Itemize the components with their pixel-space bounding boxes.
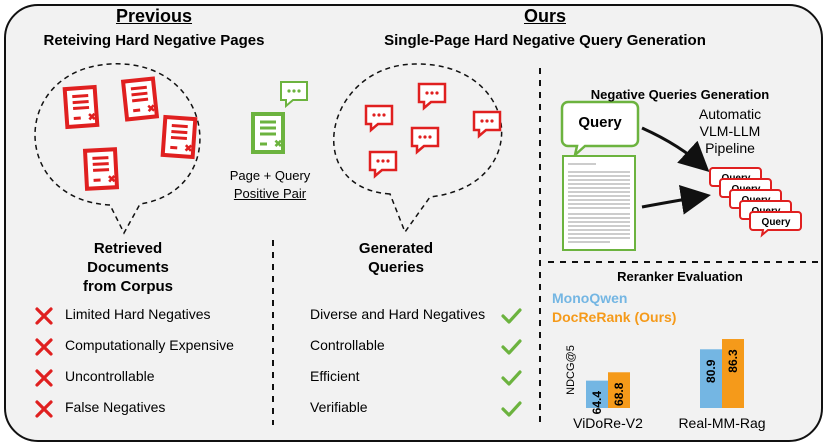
benefit-label: Efficient bbox=[310, 368, 360, 384]
negative-document-icon: ✖ bbox=[121, 76, 159, 122]
ours-heading: Ours bbox=[523, 6, 567, 26]
check-icon bbox=[501, 401, 522, 417]
legend-docrerank: DocReRank (Ours) bbox=[552, 309, 677, 325]
svg-text:✖: ✖ bbox=[274, 139, 282, 150]
benefit-label: Controllable bbox=[310, 337, 385, 353]
ours-subheading: Single-Page Hard Negative Query Generati… bbox=[384, 32, 706, 49]
bar-value-label: 86.3 bbox=[726, 349, 740, 373]
category-label: ViDoRe-V2 bbox=[573, 415, 643, 431]
pipeline-line3: Pipeline bbox=[705, 140, 755, 156]
generated-caption-line2: Queries bbox=[368, 259, 424, 276]
negative-query-chat-icon bbox=[417, 82, 447, 111]
bar-value-label: 80.9 bbox=[704, 359, 718, 383]
retrieved-documents-bubble bbox=[34, 63, 201, 235]
benefit-label: Diverse and Hard Negatives bbox=[310, 306, 486, 322]
bar-docrerank bbox=[608, 372, 630, 408]
page-to-pipeline-arrow bbox=[641, 184, 711, 215]
y-axis-label: NDCG@5 bbox=[565, 345, 577, 395]
check-icon bbox=[501, 308, 522, 324]
bar-docrerank bbox=[722, 339, 744, 408]
check-icon bbox=[501, 370, 522, 386]
cross-icon bbox=[35, 307, 53, 325]
negative-document-icon: ✖ bbox=[85, 149, 117, 189]
rounded-frame bbox=[4, 4, 823, 442]
svg-text:✖: ✖ bbox=[87, 112, 96, 124]
positive-query-chat-icon bbox=[280, 81, 308, 109]
svg-text:✖: ✖ bbox=[147, 103, 156, 115]
cross-icon bbox=[35, 369, 53, 387]
benefit-label: Verifiable bbox=[310, 399, 368, 415]
document-page-thumbnail bbox=[562, 155, 636, 251]
negative-query-card: Query bbox=[749, 211, 802, 238]
previous-heading: Previous bbox=[115, 6, 193, 26]
reranker-title: Reranker Evaluation bbox=[617, 269, 743, 284]
previous-subheading: Reteiving Hard Negative Pages bbox=[43, 32, 265, 49]
negative-generation-title: Negative Queries Generation bbox=[590, 87, 770, 102]
negative-query-chat-icon bbox=[368, 150, 398, 179]
query-bubble-label: Query bbox=[578, 114, 622, 131]
bar-value-label: 68.8 bbox=[612, 382, 626, 406]
positive-pair-line1: Page + Query bbox=[229, 168, 311, 183]
query-to-pipeline-arrow bbox=[641, 126, 710, 173]
cross-icon bbox=[35, 338, 53, 356]
negative-query-chat-icon bbox=[472, 110, 502, 139]
legend-monoqwen: MonoQwen bbox=[552, 290, 628, 306]
generated-queries-bubble bbox=[333, 63, 503, 234]
svg-text:✖: ✖ bbox=[107, 174, 116, 185]
retrieved-caption-line1: Retrieved bbox=[93, 240, 163, 257]
svg-text:✖: ✖ bbox=[184, 143, 193, 155]
retrieved-caption-line2: Documents bbox=[87, 259, 169, 276]
bar-monoqwen bbox=[586, 380, 608, 408]
negative-query-chat-icon bbox=[364, 104, 394, 133]
check-icon bbox=[501, 339, 522, 355]
limitation-label: Uncontrollable bbox=[65, 368, 155, 384]
bar-monoqwen bbox=[700, 349, 722, 408]
negative-document-icon: ✖ bbox=[160, 114, 198, 160]
pipeline-line2: VLM-LLM bbox=[699, 123, 761, 139]
negative-query-label: Query bbox=[762, 217, 791, 228]
pipeline-line1: Automatic bbox=[698, 106, 762, 122]
positive-pair-line2: Positive Pair bbox=[233, 186, 307, 201]
negative-document-icon: ✖ bbox=[62, 84, 100, 130]
limitation-label: Limited Hard Negatives bbox=[65, 306, 211, 322]
positive-document-icon: ✖ bbox=[251, 112, 285, 154]
limitation-label: Computationally Expensive bbox=[65, 337, 234, 353]
query-speech-bubble bbox=[560, 100, 640, 159]
category-label: Real-MM-Rag bbox=[678, 415, 765, 431]
retrieved-caption-line3: from Corpus bbox=[83, 278, 173, 295]
stacked-negative-queries: QueryQueryQueryQueryQuery bbox=[709, 167, 802, 238]
bar-value-label: 64.4 bbox=[590, 391, 604, 415]
negative-query-chat-icon bbox=[410, 126, 440, 155]
limitation-label: False Negatives bbox=[65, 399, 166, 415]
generated-caption-line1: Generated bbox=[358, 240, 434, 257]
cross-icon bbox=[35, 400, 53, 418]
